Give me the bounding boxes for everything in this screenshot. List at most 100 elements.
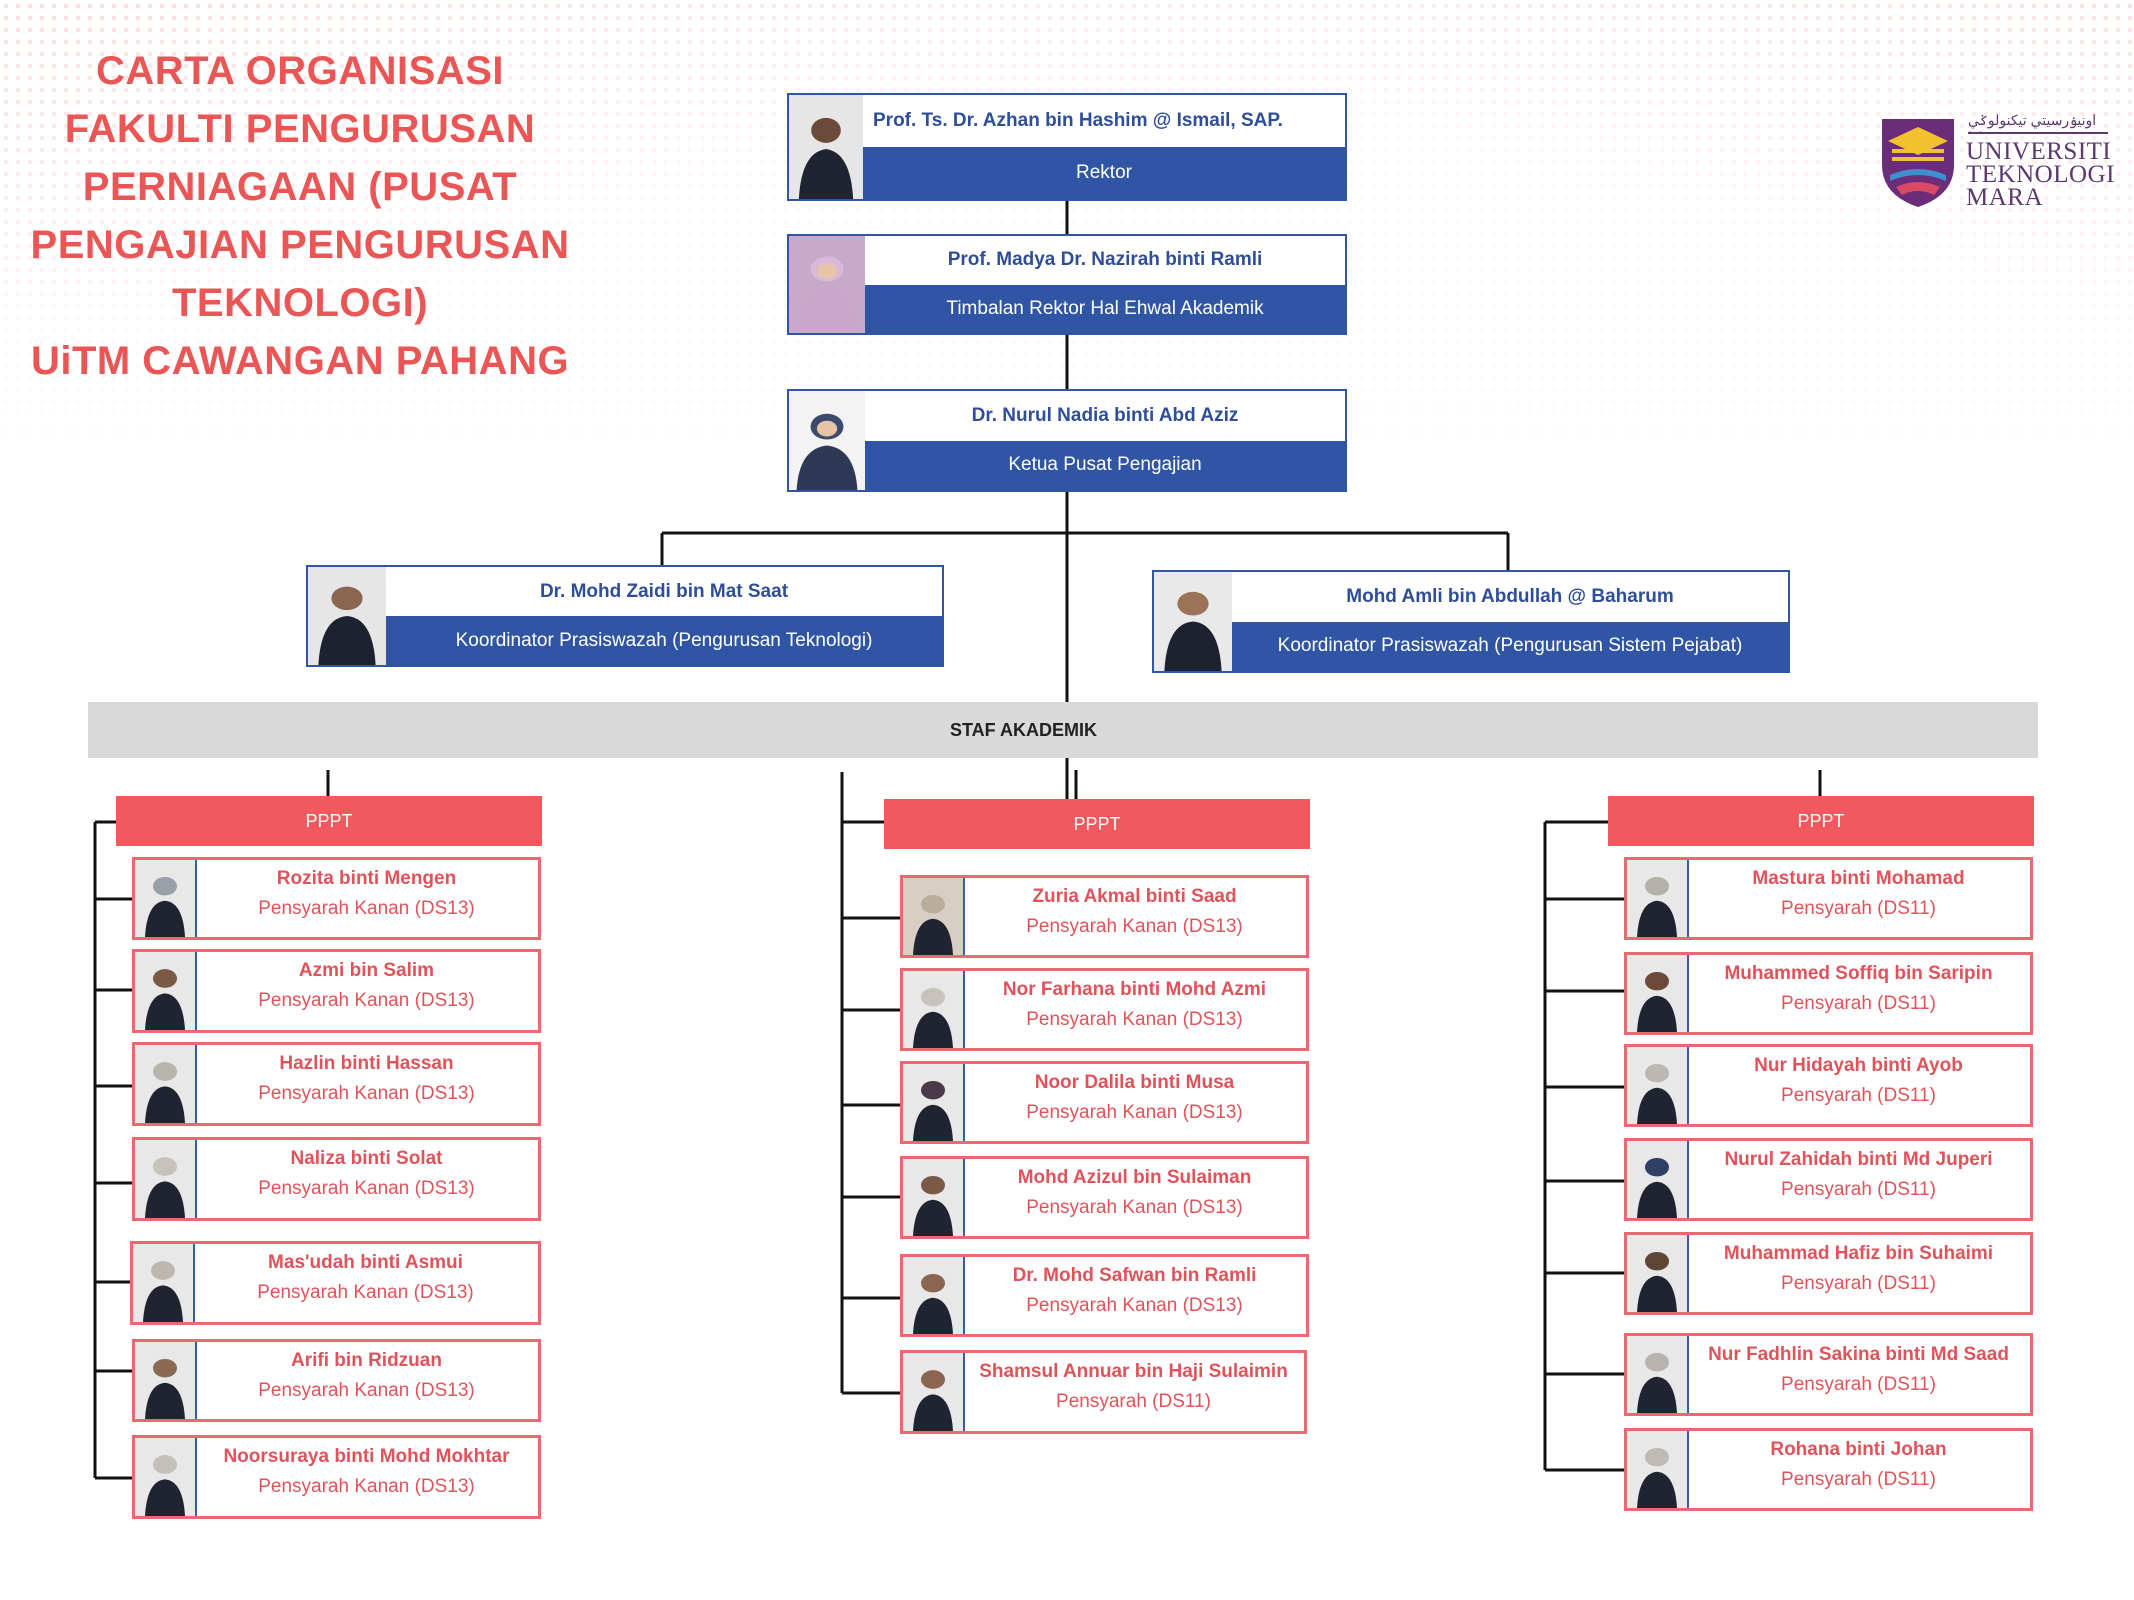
staff-card: Noorsuraya binti Mohd Mokhtar Pensyarah … [132, 1435, 541, 1519]
person-silhouette-icon [135, 860, 195, 937]
person-silhouette-icon [903, 878, 963, 955]
staff-role: Pensyarah Kanan (DS13) [258, 990, 475, 1011]
logo-line: UNIVERSITI [1966, 138, 2112, 165]
staff-photo [135, 860, 197, 937]
person-silhouette-icon [789, 95, 863, 199]
title-line: UiTM CAWANGAN PAHANG [30, 339, 570, 383]
person-silhouette-icon [1154, 572, 1232, 671]
staff-card: Mas'udah binti Asmui Pensyarah Kanan (DS… [130, 1241, 541, 1325]
staff-role: Pensyarah Kanan (DS13) [258, 1476, 475, 1497]
coordinator-name: Dr. Mohd Zaidi bin Mat Saat [386, 567, 942, 616]
staf-akademik-label: STAF AKADEMIK [950, 719, 1097, 740]
staff-name: Muhammad Hafiz bin Suhaimi [1723, 1243, 1994, 1264]
person-silhouette-icon [903, 1064, 963, 1141]
staff-card: Nur Fadhlin Sakina binti Md Saad Pensyar… [1624, 1333, 2033, 1416]
staff-name: Noor Dalila binti Musa [1034, 1072, 1235, 1093]
group-header-pppt: PPPT [1608, 796, 2034, 846]
staff-photo [1627, 1336, 1689, 1413]
group-header-pppt: PPPT [116, 796, 542, 846]
staff-card: Shamsul Annuar bin Haji Sulaimin Pensyar… [900, 1350, 1307, 1434]
staff-card: Arifi bin Ridzuan Pensyarah Kanan (DS13) [132, 1339, 541, 1422]
staff-name: Nor Farhana binti Mohd Azmi [1002, 979, 1267, 1000]
group-header-pppt: PPPT [884, 799, 1310, 849]
staff-card: Azmi bin Salim Pensyarah Kanan (DS13) [132, 949, 541, 1033]
staff-card: Dr. Mohd Safwan bin Ramli Pensyarah Kana… [900, 1254, 1309, 1337]
leader-card-timbalan-rektor: Prof. Madya Dr. Nazirah binti Ramli Timb… [787, 234, 1347, 335]
staff-name: Hazlin binti Hassan [279, 1053, 454, 1074]
title-line: CARTA ORGANISASI [96, 49, 504, 93]
staf-akademik-bar [88, 702, 2038, 758]
staff-photo [133, 1244, 195, 1322]
staff-card: Rohana binti Johan Pensyarah (DS11) [1624, 1428, 2033, 1511]
person-silhouette-icon [1627, 1141, 1687, 1218]
logo-jawi-text: اونيۏرسيتي تيكنولوݢي مارا [1968, 112, 2108, 134]
staff-photo [903, 1159, 965, 1236]
logo-line: TEKNOLOGI [1966, 161, 2115, 188]
coordinator-role: Koordinator Prasiswazah (Pengurusan Sist… [1232, 621, 1788, 671]
staff-name: Zuria Akmal binti Saad [1032, 886, 1237, 907]
person-silhouette-icon [1627, 1336, 1687, 1413]
person-silhouette-icon [903, 1257, 963, 1334]
staff-name: Arifi bin Ridzuan [291, 1350, 442, 1371]
staff-photo [903, 1064, 965, 1141]
person-silhouette-icon [1627, 1235, 1687, 1312]
leader-card-rektor: Prof. Ts. Dr. Azhan bin Hashim @ Ismail,… [787, 93, 1347, 201]
staff-name: Noorsuraya binti Mohd Mokhtar [223, 1446, 510, 1467]
person-silhouette-icon [1627, 860, 1687, 937]
person-silhouette-icon [135, 1438, 195, 1516]
staff-role: Pensyarah Kanan (DS13) [1026, 1009, 1243, 1030]
staff-role: Pensyarah Kanan (DS13) [258, 1178, 475, 1199]
person-photo [789, 95, 863, 199]
staff-name: Nur Hidayah binti Ayob [1754, 1055, 1963, 1076]
staff-name: Shamsul Annuar bin Haji Sulaimin [979, 1361, 1288, 1382]
logo-wordmark: UNIVERSITI TEKNOLOGI MARA [1966, 138, 2115, 211]
staff-card: Nor Farhana binti Mohd Azmi Pensyarah Ka… [900, 968, 1309, 1051]
staff-card: Muhammad Hafiz bin Suhaimi Pensyarah (DS… [1624, 1232, 2033, 1315]
staff-photo [1627, 1141, 1689, 1218]
staff-photo [903, 971, 965, 1048]
person-silhouette-icon [903, 971, 963, 1048]
staff-role: Pensyarah Kanan (DS13) [1026, 916, 1243, 937]
staff-name: Dr. Mohd Safwan bin Ramli [1012, 1265, 1257, 1286]
person-silhouette-icon [789, 391, 865, 490]
staff-card: Muhammed Soffiq bin Saripin Pensyarah (D… [1624, 952, 2033, 1035]
staff-name: Mas'udah binti Asmui [268, 1252, 463, 1273]
staff-role: Pensyarah (DS11) [1781, 1085, 1936, 1106]
title-line: PERNIAGAAN (PUSAT [82, 165, 518, 209]
person-silhouette-icon [789, 236, 865, 333]
title-line: PENGAJIAN PENGURUSAN [30, 223, 570, 267]
leader-role: Ketua Pusat Pengajian [865, 440, 1345, 490]
staff-photo [135, 1438, 197, 1516]
person-silhouette-icon [903, 1159, 963, 1236]
coordinator-card-pengurusan-sistem-pejabat: Mohd Amli bin Abdullah @ Baharum Koordin… [1152, 570, 1790, 673]
staff-card: Mohd Azizul bin Sulaiman Pensyarah Kanan… [900, 1156, 1309, 1239]
staff-role: Pensyarah (DS11) [1781, 1273, 1936, 1294]
staff-name: Mastura binti Mohamad [1752, 868, 1965, 889]
staff-role: Pensyarah (DS11) [1781, 1179, 1936, 1200]
logo-line: MARA [1966, 184, 2044, 211]
staff-photo [1627, 860, 1689, 937]
staff-photo [135, 952, 197, 1030]
staff-name: Rohana binti Johan [1770, 1439, 1947, 1460]
staff-name: Muhammed Soffiq bin Saripin [1724, 963, 1993, 984]
staff-photo [135, 1140, 197, 1218]
uitm-logo: اونيۏرسيتي تيكنولوݢي مارا UNIVERSITI TEK… [1878, 110, 2118, 214]
staff-name: Naliza binti Solat [290, 1148, 443, 1169]
person-silhouette-icon [308, 567, 386, 665]
person-silhouette-icon [135, 1045, 195, 1123]
person-silhouette-icon [1627, 1431, 1687, 1508]
staff-name: Rozita binti Mengen [276, 868, 457, 889]
staff-name: Nurul Zahidah binti Md Juperi [1724, 1149, 1993, 1170]
staff-photo [903, 1257, 965, 1334]
staff-role: Pensyarah (DS11) [1781, 1374, 1936, 1395]
staff-photo [903, 1353, 965, 1431]
staff-photo [1627, 1047, 1689, 1124]
staff-card: Naliza binti Solat Pensyarah Kanan (DS13… [132, 1137, 541, 1221]
staff-name: Azmi bin Salim [298, 960, 435, 981]
person-silhouette-icon [135, 1342, 195, 1419]
person-silhouette-icon [133, 1244, 193, 1322]
staff-role: Pensyarah Kanan (DS13) [1026, 1197, 1243, 1218]
staff-photo [1627, 1431, 1689, 1508]
person-silhouette-icon [1627, 1047, 1687, 1124]
